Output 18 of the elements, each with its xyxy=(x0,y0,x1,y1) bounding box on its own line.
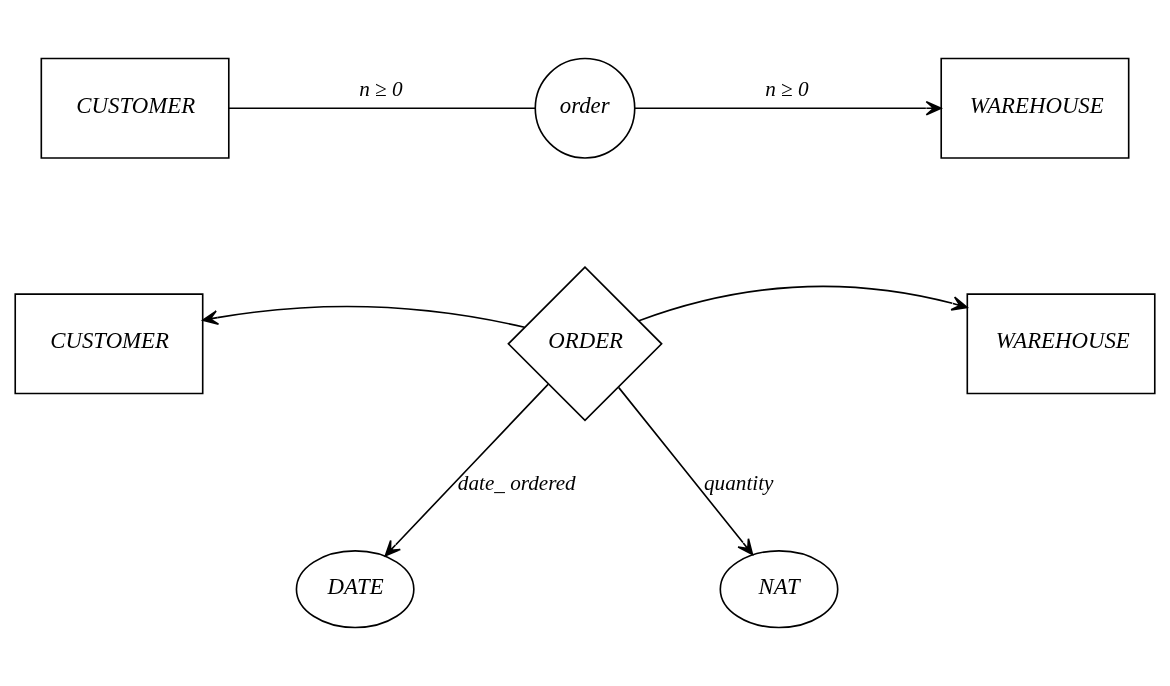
edge-label: n ≥ 0 xyxy=(765,76,809,101)
arrow xyxy=(618,386,754,556)
node-box: WAREHOUSE xyxy=(940,57,1130,159)
edge-label: date_ ordered xyxy=(457,470,576,495)
node-box: CUSTOMER xyxy=(14,293,204,395)
node-ellipse: NAT xyxy=(719,550,839,629)
arrow xyxy=(638,285,968,322)
edge-label: n ≥ 0 xyxy=(359,76,403,101)
node-box: CUSTOMER xyxy=(40,57,230,159)
edge-label: quantity xyxy=(704,470,774,495)
node-diamond: ORDER xyxy=(507,266,663,422)
node-ellipse: DATE xyxy=(295,550,415,629)
arrow xyxy=(384,383,549,557)
arrow xyxy=(634,100,942,116)
node-box: WAREHOUSE xyxy=(966,293,1156,395)
connector xyxy=(228,107,537,110)
node-circle: order xyxy=(534,57,636,159)
arrow xyxy=(202,305,526,329)
